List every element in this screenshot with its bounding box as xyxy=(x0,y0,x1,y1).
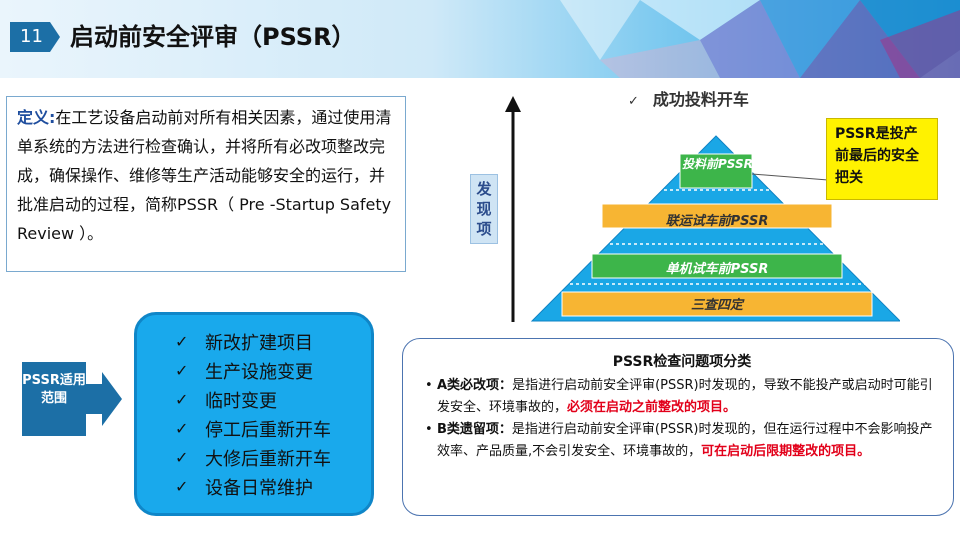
list-item: •A类必改项：是指进行启动前安全评审(PSSR)时发现的，导致不能投产或启动时可… xyxy=(425,375,939,419)
tier-label: 联运试车前PSSR xyxy=(665,214,769,229)
list-item: ✓停工后重新开车 xyxy=(175,419,331,441)
vertical-axis-arrow xyxy=(505,96,521,322)
page-title: 启动前安全评审（PSSR） xyxy=(70,23,356,51)
tier-label: 投料前PSSR xyxy=(682,157,753,171)
success-label: ✓成功投料开车 xyxy=(628,90,749,109)
axis-label: 发现项 xyxy=(470,174,498,244)
list-item: ✓生产设施变更 xyxy=(175,361,313,383)
header-decoration xyxy=(560,0,960,78)
tier-label: 单机试车前PSSR xyxy=(665,262,769,277)
check-icon: ✓ xyxy=(175,332,189,351)
header-band: 11 启动前安全评审（PSSR） xyxy=(0,0,960,78)
scope-arrow xyxy=(22,362,122,436)
check-icon: ✓ xyxy=(175,477,189,496)
check-icon: ✓ xyxy=(175,361,189,380)
check-icon: ✓ xyxy=(175,448,189,467)
classification-box: PSSR检查问题项分类 •A类必改项：是指进行启动前安全评审(PSSR)时发现的… xyxy=(402,338,954,516)
definition-label: 定义: xyxy=(17,108,56,127)
list-item: ✓设备日常维护 xyxy=(175,477,313,499)
tier-label: 三查四定 xyxy=(690,298,743,313)
list-item: ✓大修后重新开车 xyxy=(175,448,331,470)
check-icon: ✓ xyxy=(175,419,189,438)
scope-list: ✓新改扩建项目 ✓生产设施变更 ✓临时变更 ✓停工后重新开车 ✓大修后重新开车 … xyxy=(134,312,374,516)
bullet-icon: • xyxy=(425,378,433,393)
list-item: •B类遗留项：是指进行启动前安全评审(PSSR)时发现的，但在运行过程中不会影响… xyxy=(425,419,939,463)
check-icon: ✓ xyxy=(175,390,189,409)
list-item: ✓临时变更 xyxy=(175,390,277,412)
scope-label: PSSR适用范围 xyxy=(22,373,86,406)
list-item: ✓新改扩建项目 xyxy=(175,332,313,354)
slide-number: 11 xyxy=(10,22,60,52)
definition-text: 在工艺设备启动前对所有相关因素，通过使用清单系统的方法进行检查确认，并将所有必改… xyxy=(17,108,392,243)
callout-box: PSSR是投产前最后的安全把关 xyxy=(826,118,938,200)
pyramid-diagram xyxy=(530,135,900,322)
definition-box: 定义:在工艺设备启动前对所有相关因素，通过使用清单系统的方法进行检查确认，并将所… xyxy=(6,96,406,272)
classification-title: PSSR检查问题项分类 xyxy=(612,354,752,370)
bullet-icon: • xyxy=(425,422,433,437)
check-icon: ✓ xyxy=(628,94,639,109)
